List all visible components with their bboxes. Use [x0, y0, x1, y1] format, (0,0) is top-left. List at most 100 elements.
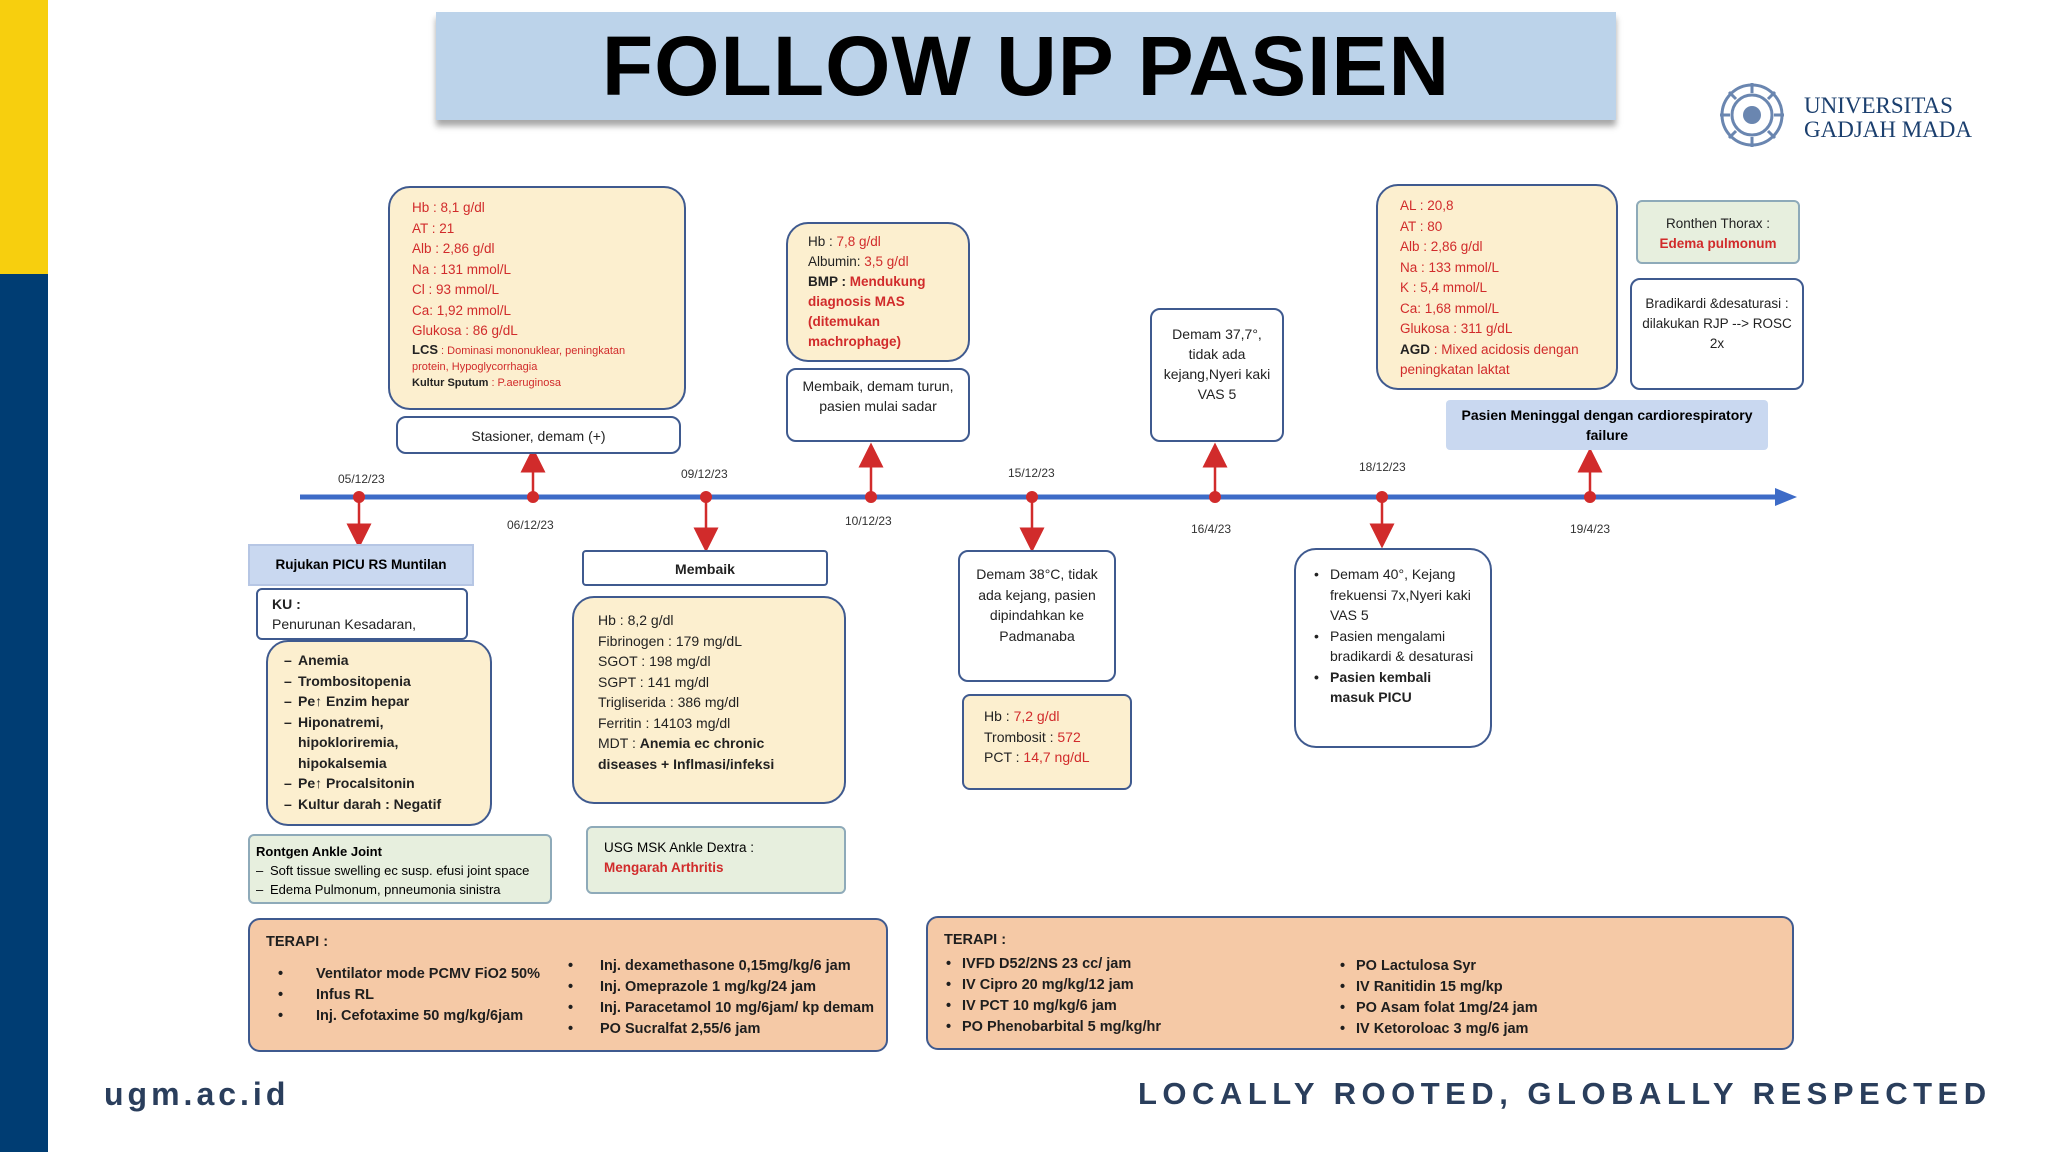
rujukan-text: Rujukan PICU RS Muntilan — [275, 557, 447, 572]
diagnosis-item: Hiponatremi, hipokloriremia, hipokalsemi… — [284, 712, 474, 774]
rontgen-label: Rontgen Ankle Joint — [256, 844, 382, 859]
lcs-value: : Dominasi mononuklear, peningkatan prot… — [412, 344, 626, 373]
date-label: 19/4/23 — [1570, 522, 1611, 536]
bradikardi-text: Bradikardi &desaturasi : dilakukan RJP -… — [1642, 296, 1792, 351]
event-item: Demam 40°, Kejang frekuensi 7x,Nyeri kak… — [1312, 564, 1474, 626]
meninggal-box: Pasien Meninggal dengan cardiorespirator… — [1446, 400, 1768, 450]
agd-value: : Mixed acidosis dengan peningkatan lakt… — [1400, 341, 1579, 378]
terapi-item: Ventilator mode PCMV FiO2 50% — [276, 964, 606, 985]
terapi-item: Infus RL — [276, 985, 606, 1006]
footer-url[interactable]: ugm.ac.id — [104, 1076, 290, 1112]
lab-value: Glukosa : 311 g/dL — [1400, 321, 1513, 336]
date-label: 16/4/23 — [1191, 522, 1232, 536]
terapi-item: PO Sucralfat 2,55/6 jam — [566, 1019, 886, 1040]
university-name: UNIVERSITAS GADJAH MADA — [1804, 94, 1972, 142]
bmp-label: BMP : — [808, 274, 850, 289]
membaik-status-box: Membaik, demam turun, pasien mulai sadar — [786, 368, 970, 442]
lab-value: Hb : 8,2 g/dl — [598, 612, 674, 628]
demam-box-2: Demam 38°C, tidak ada kejang, pasien dip… — [958, 550, 1116, 682]
stasioner-box: Stasioner, demam (+) — [396, 416, 681, 454]
lab-card-3: AL : 20,8 AT : 80 Alb : 2,86 g/dl Na : 1… — [1376, 184, 1618, 390]
lab-value: K : 5,4 mmol/L — [1400, 280, 1488, 295]
diagnosis-item: Anemia — [284, 650, 474, 671]
lab-value: Alb : 2,86 g/dl — [412, 241, 495, 256]
timeline-dot — [1026, 491, 1038, 503]
trombosit-label: Trombosit : — [984, 728, 1058, 745]
rontgen-item: Soft tissue swelling ec susp. efusi join… — [256, 861, 544, 880]
rontgen-box: Rontgen Ankle Joint Soft tissue swelling… — [248, 834, 552, 904]
lab-value: AT : 80 — [1400, 218, 1443, 234]
logo-line1: UNIVERSITAS — [1804, 93, 1953, 118]
terapi-box-1: TERAPI : Ventilator mode PCMV FiO2 50% I… — [248, 918, 888, 1052]
terapi-col-2: PO Lactulosa Syr IV Ranitidin 15 mg/kp P… — [1338, 956, 1638, 1040]
date-label: 18/12/23 — [1359, 460, 1406, 474]
usg-value: Mengarah Arthritis — [604, 860, 724, 875]
hb-label: Hb : — [808, 234, 837, 249]
timeline-dot — [527, 491, 539, 503]
terapi-item: IV Ketoroloac 3 mg/6 jam — [1338, 1019, 1638, 1040]
timeline-dot — [1584, 491, 1596, 503]
terapi-item: IVFD D52/2NS 23 cc/ jam — [944, 954, 1334, 975]
lab-card-5: Hb : 7,2 g/dl Trombosit : 572 PCT : 14,7… — [962, 694, 1132, 790]
lab-value: Ferritin : 14103 mg/dl — [598, 714, 731, 731]
diagnosis-item: Pe↑ Enzim hepar — [284, 691, 474, 712]
lab-value: Cl : 93 mmol/L — [412, 282, 500, 297]
lab-value: AT : 21 — [412, 220, 455, 236]
terapi-item: PO Phenobarbital 5 mg/kg/hr — [944, 1017, 1334, 1038]
membaik-label: Membaik — [675, 561, 735, 577]
lab-value: Hb : 8,1 g/dl — [412, 200, 485, 215]
terapi-item: PO Lactulosa Syr — [1338, 956, 1638, 977]
trombosit-value: 572 — [1057, 728, 1081, 745]
lab-value: AL : 20,8 — [1400, 198, 1454, 213]
date-label: 09/12/23 — [681, 467, 728, 481]
meninggal-text: Pasien Meninggal dengan cardiorespirator… — [1461, 407, 1753, 443]
lab-value: Fibrinogen : 179 mg/dL — [598, 632, 742, 649]
logo-line2: GADJAH MADA — [1804, 117, 1973, 142]
accent-strip-yellow — [0, 0, 48, 274]
diagnosis-list: Anemia Trombositopenia Pe↑ Enzim hepar H… — [284, 650, 474, 814]
ugm-emblem-icon — [1720, 83, 1784, 147]
terapi-item: IV Cipro 20 mg/kg/12 jam — [944, 975, 1334, 996]
pct-value: 14,7 ng/dL — [1023, 749, 1090, 765]
mdt-label: MDT : — [598, 735, 640, 751]
terapi-box-2: TERAPI : IVFD D52/2NS 23 cc/ jam IV Cipr… — [926, 916, 1794, 1050]
lab-card-2: Hb : 7,8 g/dl Albumin: 3,5 g/dl BMP : Me… — [786, 222, 970, 362]
lab-value: Alb : 2,86 g/dl — [1400, 239, 1483, 254]
terapi-item: Inj. Cefotaxime 50 mg/kg/6jam — [276, 1006, 606, 1027]
date-label: 15/12/23 — [1008, 466, 1055, 480]
lab-value: Trigliserida : 386 mg/dl — [598, 694, 740, 710]
footer-tagline: LOCALLY ROOTED, GLOBALLY RESPECTED — [1138, 1076, 1992, 1111]
agd-label: AGD — [1400, 341, 1430, 357]
diagnosis-card: Anemia Trombositopenia Pe↑ Enzim hepar H… — [266, 640, 492, 826]
terapi-title: TERAPI : — [944, 932, 1007, 948]
lab-value: SGPT : 141 mg/dl — [598, 673, 710, 690]
lab-value: SGOT : 198 mg/dl — [598, 653, 711, 669]
demam-text-1: Demam 37,7°, tidak ada kejang,Nyeri kaki… — [1163, 326, 1271, 402]
terapi-item: Inj. dexamethasone 0,15mg/kg/6 jam — [566, 956, 886, 977]
usg-box: USG MSK Ankle Dextra : Mengarah Arthriti… — [586, 826, 846, 894]
ku-value: Penurunan Kesadaran, — [272, 616, 416, 632]
hb-value: 7,2 g/dl — [1013, 708, 1060, 724]
demam-text-2: Demam 38°C, tidak ada kejang, pasien dip… — [976, 566, 1098, 644]
hb-value: 7,8 g/dl — [836, 234, 881, 249]
demam-list-3: Demam 40°, Kejang frekuensi 7x,Nyeri kak… — [1312, 564, 1474, 708]
rontgen-item: Edema Pulmonum, pnneumonia sinistra — [256, 880, 544, 899]
pct-label: PCT : — [984, 749, 1024, 765]
lab-card-4: Hb : 8,2 g/dl Fibrinogen : 179 mg/dL SGO… — [572, 596, 846, 804]
title-banner: FOLLOW UP PASIEN — [436, 12, 1616, 120]
timeline-dot — [353, 491, 365, 503]
diagnosis-item: Pe↑ Procalsitonin — [284, 773, 474, 794]
membaik-label-box: Membaik — [582, 550, 828, 586]
terapi-item: Inj. Paracetamol 10 mg/6jam/ kp demam — [566, 998, 886, 1019]
lab-value: Na : 131 mmol/L — [412, 261, 512, 277]
membaik-status-text: Membaik, demam turun, pasien mulai sadar — [802, 378, 954, 414]
timeline-dot — [700, 491, 712, 503]
demam-box-1: Demam 37,7°, tidak ada kejang,Nyeri kaki… — [1150, 308, 1284, 442]
timeline-arrowhead — [1775, 488, 1797, 506]
ronthen-label: Ronthen Thorax : — [1665, 216, 1771, 231]
accent-strip-blue — [0, 274, 48, 1152]
lab-value: Na : 133 mmol/L — [1400, 259, 1500, 275]
terapi-item: IV Ranitidin 15 mg/kp — [1338, 977, 1638, 998]
diagnosis-item: Kultur darah : Negatif — [284, 794, 474, 815]
